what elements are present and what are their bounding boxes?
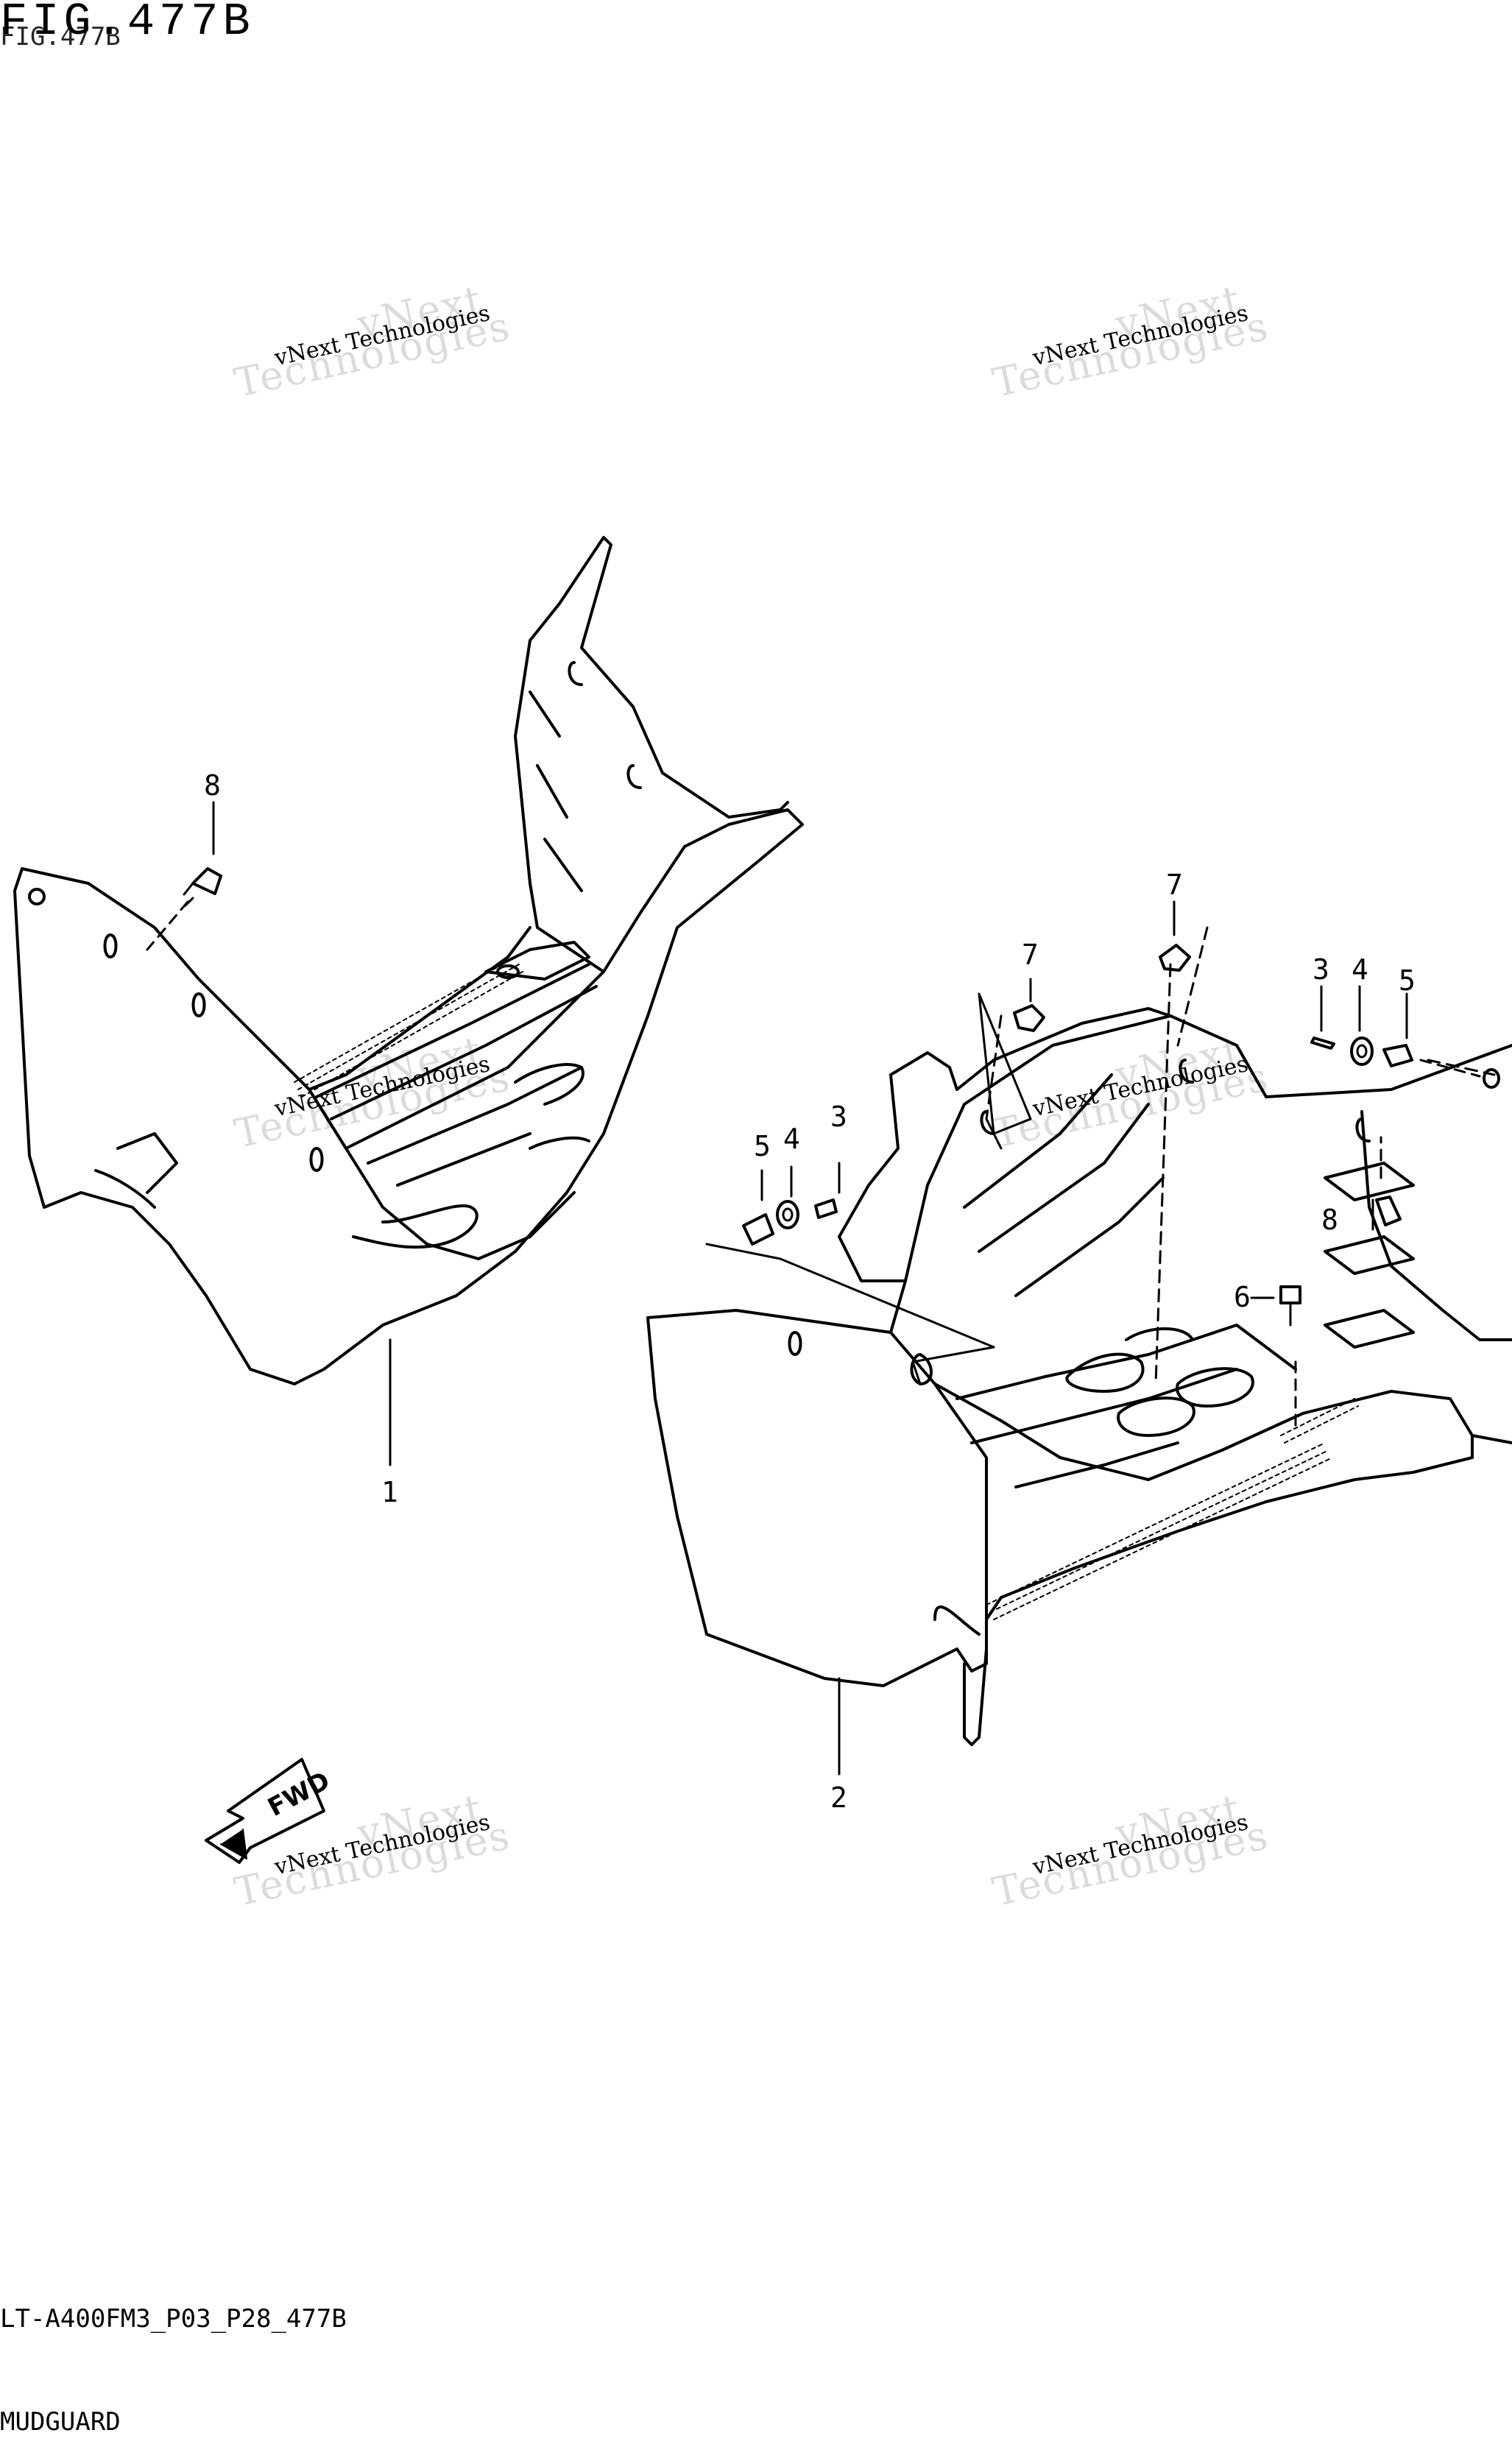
callout-7-right: 7 [1166,869,1183,901]
assembly-lines-part-2 [705,926,1496,1430]
callout-4-left: 4 [783,1123,800,1155]
mudguard-left-part-1 [13,536,804,1385]
callout-2: 2 [830,1781,847,1814]
fasteners-part-2 [742,900,1500,1327]
callout-labels: 1 2 8 7 7 3 4 5 5 4 3 8 6 [204,769,1416,1814]
fwd-arrow [205,1758,325,1864]
callout-4-right: 4 [1352,953,1368,986]
callout-7-left: 7 [1022,939,1039,971]
figure-title: FIG.477B [0,0,255,48]
callout-3-right: 3 [1313,953,1329,986]
model-code: LT-A400FM3_P03_P28_477B [0,2304,347,2334]
callout-6: 6 [1234,1281,1251,1313]
callout-1: 1 [381,1476,398,1508]
step-pattern-part-2 [986,1398,1359,1620]
screw-8-left [146,801,222,951]
section-name: MUDGUARD [0,2407,121,2437]
callout-5-right: 5 [1399,964,1416,997]
callout-8-left: 8 [204,769,221,802]
callout-5-left: 5 [754,1130,771,1162]
callout-3-left: 3 [830,1101,847,1133]
figure-subtitle: FIG.477B [0,22,121,52]
callout-8-right: 8 [1321,1204,1338,1236]
mudguard-right-part-2 [646,1007,1512,1746]
step-pattern-part-1 [294,956,523,1098]
